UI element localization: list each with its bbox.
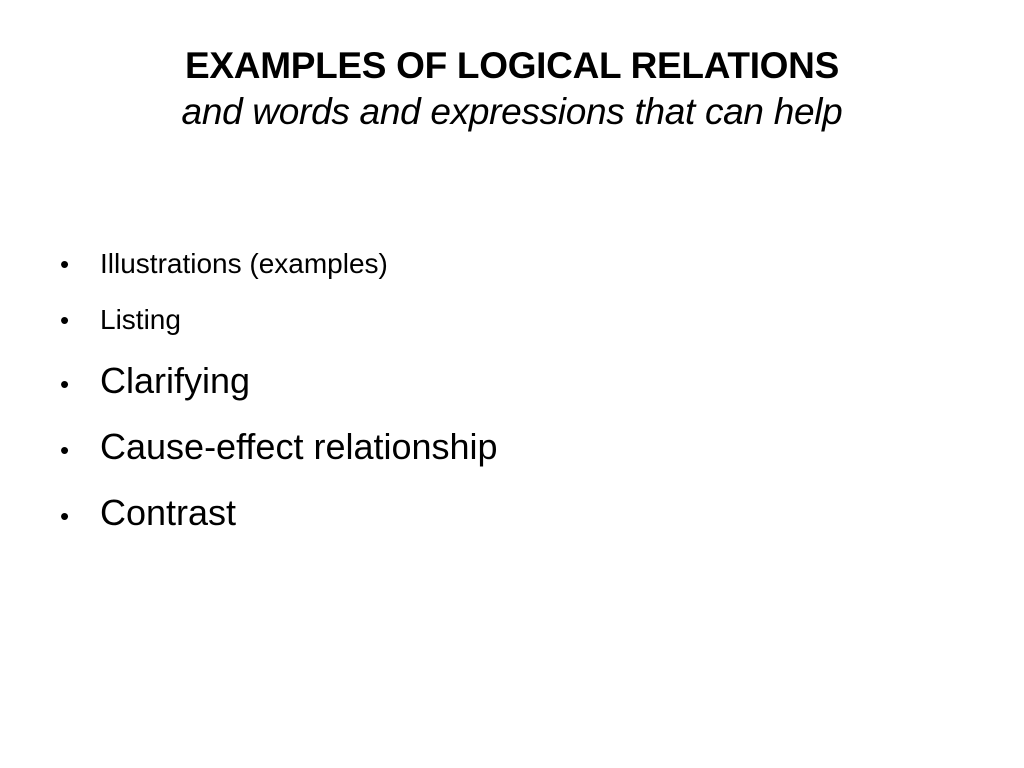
title-subtitle: and words and expressions that can help: [181, 91, 843, 133]
bullet-item: • Listing: [60, 304, 940, 360]
bullet-icon: •: [60, 249, 70, 279]
title-main: EXAMPLES OF LOGICAL RELATIONS: [185, 45, 839, 86]
bullet-text: Cause-effect relationship: [100, 426, 498, 467]
bullet-icon: •: [60, 435, 70, 465]
bullet-icon: •: [60, 369, 70, 399]
bullet-text: Contrast: [100, 492, 237, 533]
slide-title: EXAMPLES OF LOGICAL RELATIONS and words …: [40, 44, 984, 135]
bullet-item: • Illustrations (examples): [60, 248, 940, 304]
bullet-text: Listing: [100, 304, 181, 335]
bullet-list: • Illustrations (examples) • Listing • C…: [60, 248, 940, 558]
bullet-icon: •: [60, 305, 70, 335]
bullet-icon: •: [60, 501, 70, 531]
bullet-text: Clarifying: [100, 360, 251, 401]
bullet-item: • Contrast: [60, 492, 940, 558]
bullet-item: • Clarifying: [60, 360, 940, 426]
bullet-item: • Cause-effect relationship: [60, 426, 940, 492]
bullet-text: Illustrations (examples): [100, 248, 388, 279]
